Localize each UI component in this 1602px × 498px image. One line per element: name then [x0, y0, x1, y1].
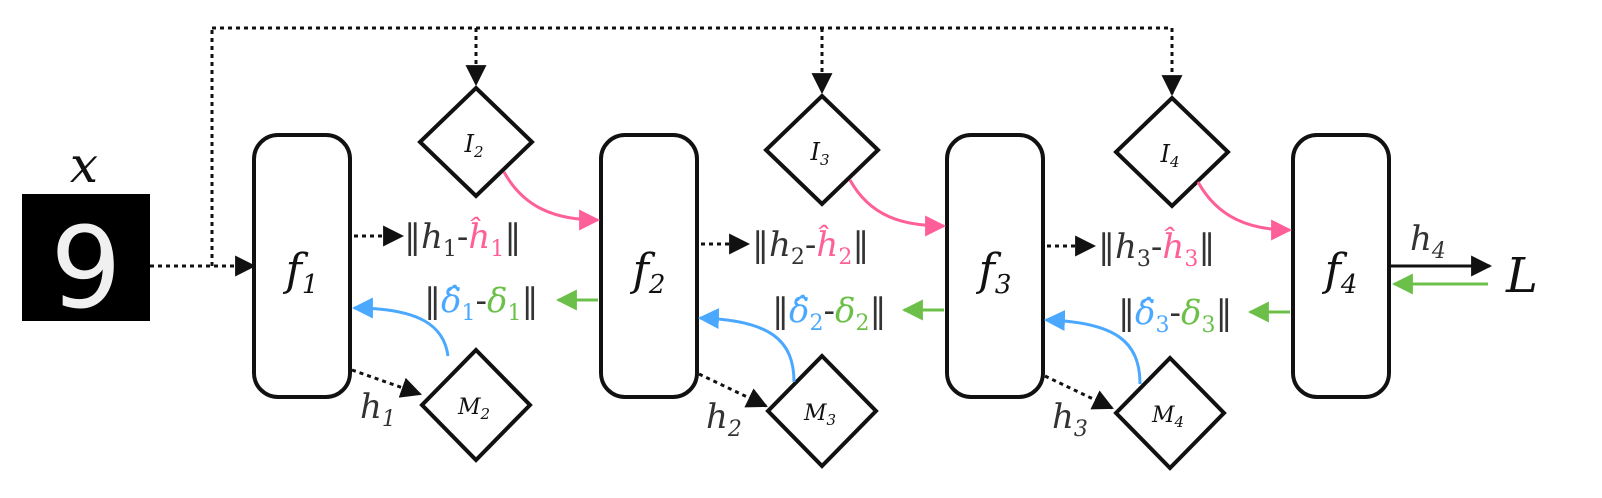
i-module-4: I4	[1113, 95, 1231, 209]
m4-to-f3-arrow	[1043, 310, 1142, 385]
i3-to-f3-arrow	[848, 179, 947, 237]
backward-loss-1: ‖δ̂1-δ1‖	[424, 281, 538, 326]
i-module-2: I2	[417, 85, 535, 199]
i-module-2-label: I2	[463, 130, 483, 161]
m-module-3: M3	[765, 353, 879, 469]
layer-f3: f3	[945, 133, 1045, 399]
forward-loss-1: ‖h1-ĥ1‖	[404, 216, 521, 262]
backward-loss-3: ‖δ̂3-δ3‖	[1118, 293, 1232, 338]
h3-label: h3	[1052, 397, 1088, 442]
loss-label: L	[1505, 248, 1538, 304]
m-module-2-label: M2	[457, 395, 490, 423]
i-module-3: I3	[763, 93, 881, 207]
i-module-3-diamond	[763, 93, 881, 207]
m-module-2-diamond	[419, 347, 533, 463]
layer-f3-box	[945, 133, 1045, 399]
forward-loss-3: ‖h3-ĥ3‖	[1098, 226, 1215, 272]
m-module-3-label: M3	[803, 401, 836, 429]
m-module-4-diamond	[1113, 355, 1227, 471]
i-module-2-diamond	[417, 85, 535, 199]
i2-to-f2-arrow	[502, 171, 601, 231]
backward-loss-2: ‖δ̂2-δ2‖	[772, 291, 886, 336]
layer-f2-box	[599, 133, 699, 399]
layer-f4: f4	[1291, 133, 1391, 399]
m-module-3-diamond	[765, 353, 879, 469]
input-image	[22, 194, 150, 321]
m2-to-f1-arrow	[351, 297, 450, 357]
h1-label: h1	[360, 387, 396, 432]
layer-f1-box	[252, 133, 352, 399]
m-module-4: M4	[1113, 355, 1227, 471]
i-module-3-label: I3	[809, 138, 829, 169]
input-digit: 9	[50, 204, 121, 334]
input-label: x	[70, 136, 98, 194]
layer-f2: f2	[599, 133, 699, 399]
i4-to-f4-arrow	[1196, 181, 1293, 241]
i-module-4-label: I4	[1159, 140, 1179, 171]
layer-f1: f1	[252, 133, 352, 399]
forward-loss-2: ‖h2-ĥ2‖	[752, 224, 869, 270]
m3-to-f2-arrow	[697, 308, 796, 383]
layer-f4-box	[1291, 133, 1391, 399]
m-module-4-label: M4	[1151, 403, 1184, 431]
h4-label: h4	[1410, 219, 1446, 264]
h2-label: h2	[706, 397, 742, 442]
i-module-4-diamond	[1113, 95, 1231, 209]
m-module-2: M2	[419, 347, 533, 463]
